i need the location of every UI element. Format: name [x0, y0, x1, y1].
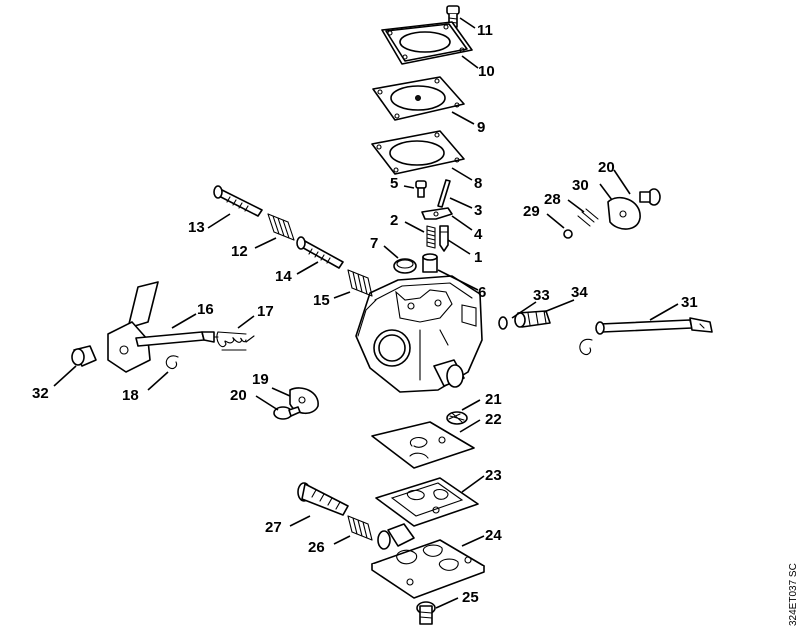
carburetor-body	[355, 275, 483, 393]
part-33-washer	[498, 316, 508, 330]
part-1-inlet-needle	[439, 225, 449, 252]
part-14-adjusting-screw	[296, 236, 344, 269]
part-32-cap	[71, 345, 97, 367]
callout-21: 21	[485, 391, 502, 408]
callout-24: 24	[485, 527, 502, 544]
callout-15: 15	[313, 292, 330, 309]
drawing-code: 324ET037 SC	[788, 563, 799, 626]
callout-3: 3	[474, 202, 482, 219]
part-22-gasket	[371, 421, 475, 469]
callout-29: 29	[523, 203, 540, 220]
callout-20-lower: 20	[230, 387, 247, 404]
callout-31: 31	[681, 294, 698, 311]
callout-13: 13	[188, 219, 205, 236]
callout-32: 32	[32, 385, 49, 402]
part-6-sleeve	[422, 253, 438, 273]
part-20-screw-lower	[273, 406, 301, 420]
callout-7: 7	[370, 235, 378, 252]
callout-10: 10	[478, 63, 495, 80]
callout-12: 12	[231, 243, 248, 260]
callout-23: 23	[485, 467, 502, 484]
callout-34: 34	[571, 284, 588, 301]
callout-25: 25	[462, 589, 479, 606]
callout-5: 5	[390, 175, 398, 192]
callout-2: 2	[390, 212, 398, 229]
callout-18: 18	[122, 387, 139, 404]
callout-33: 33	[533, 287, 550, 304]
callout-labels: 11 10 9 8 5 3 4 1 2 7 6 13 12 14 15 16 1…	[32, 22, 698, 606]
part-23-pump-diaphragm	[375, 477, 479, 527]
part-4-lever	[421, 207, 453, 220]
part-29-ball	[563, 229, 573, 239]
callout-14: 14	[275, 268, 292, 285]
choke-shaft-e-clip	[579, 338, 593, 356]
callout-27: 27	[265, 519, 282, 536]
callout-8: 8	[474, 175, 482, 192]
callout-9: 9	[477, 119, 485, 136]
part-27-adjusting-screw	[297, 482, 349, 516]
callout-22: 22	[485, 411, 502, 428]
part-18-e-clip	[165, 355, 179, 370]
part-3-pin	[437, 179, 451, 208]
callout-16: 16	[197, 301, 214, 318]
callout-26: 26	[308, 539, 325, 556]
part-8-gasket	[371, 130, 465, 175]
part-9-diaphragm	[372, 76, 465, 121]
part-7-plug	[393, 258, 417, 274]
part-24-pump-housing	[371, 523, 485, 599]
callout-4: 4	[474, 226, 483, 243]
callout-20-upper: 20	[598, 159, 615, 176]
part-28-spring	[577, 208, 599, 227]
callout-1: 1	[474, 249, 482, 266]
part-15-spring	[347, 269, 373, 297]
callout-28: 28	[544, 191, 561, 208]
part-5-screw	[415, 180, 427, 198]
part-10-cover	[381, 21, 473, 65]
part-20-screw-upper	[639, 188, 661, 206]
part-13-adjusting-screw	[213, 185, 263, 217]
callout-30: 30	[572, 177, 589, 194]
callout-6: 6	[478, 284, 486, 301]
callout-19: 19	[252, 371, 269, 388]
callout-11: 11	[477, 22, 493, 39]
part-21-strainer	[446, 411, 468, 425]
part-16-throttle-shaft	[107, 281, 219, 373]
part-2-spring	[426, 225, 436, 249]
part-17-torsion-spring	[216, 331, 255, 351]
part-26-spring	[347, 515, 373, 541]
part-31-choke-shaft	[595, 317, 713, 335]
part-30-plate	[607, 196, 641, 230]
callout-17: 17	[257, 303, 274, 320]
part-12-spring	[267, 213, 295, 241]
part-25-screw	[416, 601, 436, 625]
leader-lines	[53, 17, 679, 609]
